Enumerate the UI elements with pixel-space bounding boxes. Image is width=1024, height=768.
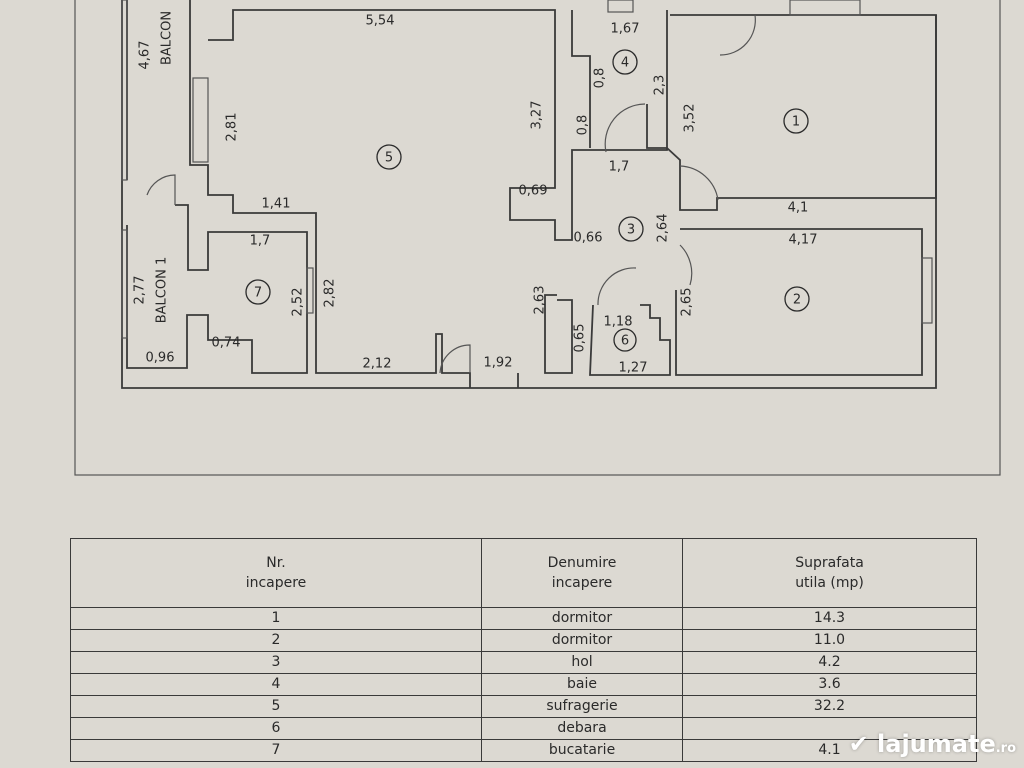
dimension: 1,92 <box>484 356 513 371</box>
cell-area: 32.2 <box>682 695 977 718</box>
dimension: 2,12 <box>363 357 392 372</box>
table-header-row: Nr. incapere Denumire incapere Suprafata… <box>70 538 977 608</box>
room-marker-4 <box>612 49 638 75</box>
dimension: 2,82 <box>323 279 338 308</box>
windows <box>121 0 933 339</box>
dimension: 2,64 <box>656 214 671 243</box>
room-marker-1 <box>783 108 809 134</box>
cell-name: baie <box>481 673 683 696</box>
room-number: 3 <box>627 223 635 238</box>
dimension: 4,1 <box>788 201 809 216</box>
cell-area: 4.2 <box>682 651 977 674</box>
room-number: 7 <box>254 286 262 301</box>
room-marker-7 <box>245 279 271 305</box>
dimension: 3,27 <box>530 101 545 130</box>
cell-area: 3.6 <box>682 673 977 696</box>
room-number: 2 <box>793 293 801 308</box>
cell-nr: 7 <box>70 739 482 762</box>
cell-nr: 3 <box>70 651 482 674</box>
dimension: 0,96 <box>146 351 175 366</box>
dimension: 1,67 <box>611 22 640 37</box>
cell-area: 14.3 <box>682 607 977 630</box>
room-marker-6 <box>613 328 637 352</box>
dimension: 1,7 <box>609 160 630 175</box>
header-nr: Nr. incapere <box>70 538 482 608</box>
cell-nr: 1 <box>70 607 482 630</box>
dimension: 2,52 <box>291 288 306 317</box>
plan-border <box>74 0 1001 476</box>
dimension: 0,8 <box>576 115 591 136</box>
doors <box>146 14 756 374</box>
dimension: 1,7 <box>250 234 271 249</box>
cell-name: debara <box>481 717 683 740</box>
cell-nr: 4 <box>70 673 482 696</box>
dimension: 0,65 <box>573 324 588 353</box>
dimension: 1,18 <box>604 315 633 330</box>
dimension: 2,81 <box>225 113 240 142</box>
dimension: 4,17 <box>789 233 818 248</box>
dimension: 0,69 <box>519 184 548 199</box>
cell-name: dormitor <box>481 629 683 652</box>
cell-area: 11.0 <box>682 629 977 652</box>
cell-nr: 2 <box>70 629 482 652</box>
dimension: 0,74 <box>212 336 241 351</box>
dimension: 0,8 <box>593 68 608 89</box>
room-number: 5 <box>385 151 393 166</box>
room-number: 6 <box>621 334 629 349</box>
rooms-table: Nr. incapere Denumire incapere Suprafata… <box>70 538 977 762</box>
cell-nr: 5 <box>70 695 482 718</box>
room-marker-2 <box>784 286 810 312</box>
balcon1-length: 2,77 <box>133 276 148 305</box>
room-marker-3 <box>618 216 644 242</box>
cell-name: hol <box>481 651 683 674</box>
room-marker-5 <box>376 144 402 170</box>
header-area: Suprafata utila (mp) <box>682 538 977 608</box>
room-number: 1 <box>792 115 800 130</box>
dimension: 2,65 <box>680 288 695 317</box>
dimension: 3,52 <box>683 104 698 133</box>
floor-plan: BALCON 4,67 BALCON 1 2,77 5 5,54 2,81 3,… <box>74 0 1001 476</box>
cell-nr: 6 <box>70 717 482 740</box>
header-name: Denumire incapere <box>481 538 683 608</box>
cell-name: dormitor <box>481 607 683 630</box>
cell-name: bucatarie <box>481 739 683 762</box>
dimension: 0,66 <box>574 231 603 246</box>
dimension: 5,54 <box>366 14 395 29</box>
balcon-length: 4,67 <box>138 41 153 70</box>
dimension: 2,3 <box>653 75 668 96</box>
room-number: 4 <box>621 56 629 71</box>
dimension: 1,41 <box>262 197 291 212</box>
watermark-logo: ✔ lajumate.ro <box>848 730 1016 758</box>
balcon-label: BALCON <box>160 11 175 65</box>
cell-name: sufragerie <box>481 695 683 718</box>
balcon1-label: BALCON 1 <box>155 257 170 324</box>
dimension: 2,63 <box>533 286 548 315</box>
dimension: 1,27 <box>619 361 648 376</box>
cell-area: 4.1 <box>682 739 977 762</box>
